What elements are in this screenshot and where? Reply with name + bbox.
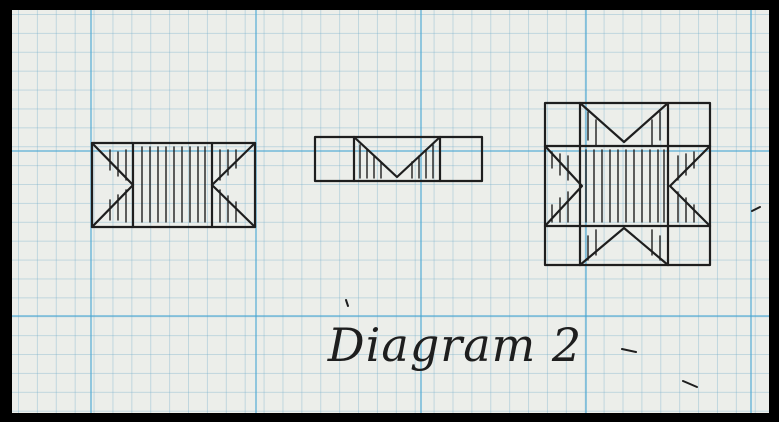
sketch-star-block — [545, 103, 710, 265]
sketch-small-strip — [315, 137, 482, 181]
block-outline — [545, 103, 710, 265]
small-strip-hatching — [360, 145, 433, 178]
star-point-bottom — [580, 228, 668, 265]
diagram-caption: Diagram 2 — [325, 318, 585, 372]
star-hatching — [552, 112, 694, 260]
star-point-top — [580, 103, 668, 142]
right-star-point — [212, 143, 255, 227]
left-star-point — [92, 143, 133, 227]
star-point-right — [670, 146, 710, 226]
strip-hatching — [110, 147, 236, 222]
sketch-flying-geese-strip — [92, 143, 255, 227]
star-point-left — [545, 146, 582, 226]
